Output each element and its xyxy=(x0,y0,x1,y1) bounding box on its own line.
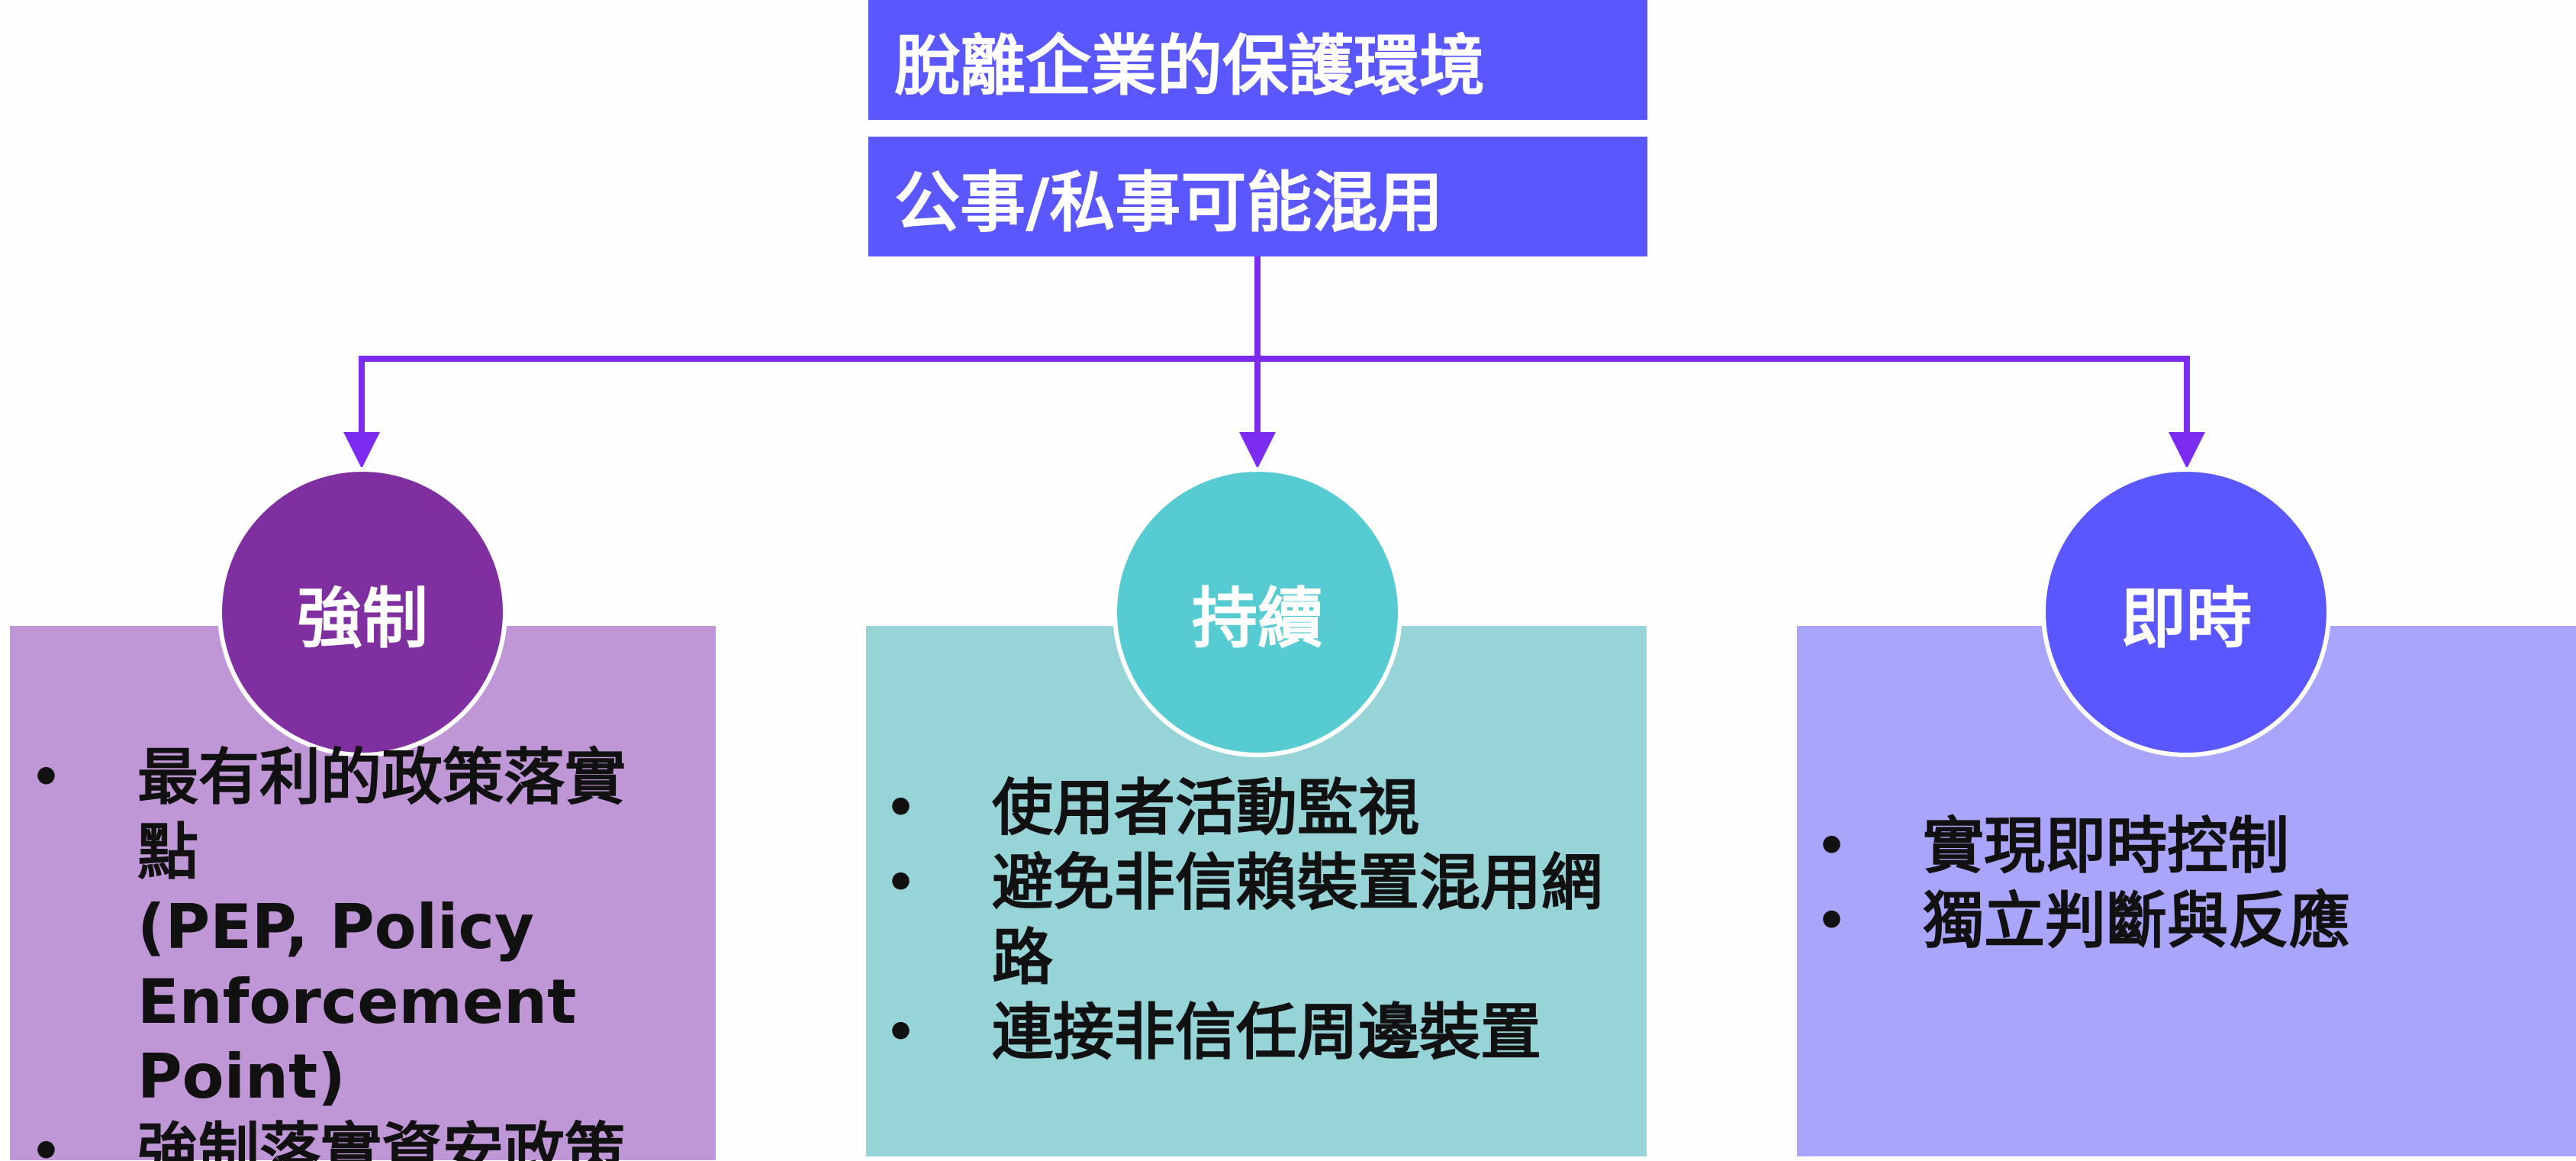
enforce-title: 強制 xyxy=(297,580,428,657)
bullet-dot-icon: • xyxy=(1816,818,1847,875)
bullet-text-line: 使用者活動監視 xyxy=(992,772,1419,843)
realtime-circle: 即時 xyxy=(2041,467,2331,757)
bullet-dot-icon: • xyxy=(31,1124,62,1161)
bullet-text-line: 連接非信任周邊裝置 xyxy=(992,997,1541,1068)
bullet-item: • 實現即時控制 xyxy=(1816,809,2571,884)
bullet-text-line: 強制落實資安政策 xyxy=(137,1116,626,1161)
bullet-text-line: (PEP, Policy xyxy=(137,892,535,963)
bullet-item: • 避免非信賴裝置混用網路 xyxy=(885,846,1641,995)
bullet-dot-icon: • xyxy=(1816,893,1847,950)
continuous-title: 持續 xyxy=(1192,580,1323,657)
realtime-bullet-list: • 實現即時控制 • 獨立判斷與反應 xyxy=(1816,809,2571,959)
bullet-item: • 連接非信任周邊裝置 xyxy=(885,995,1641,1070)
bullet-dot-icon: • xyxy=(885,855,916,911)
header-line-1: 脫離企業的保護環境 xyxy=(894,28,1485,105)
bullet-text-line: 實現即時控制 xyxy=(1923,811,2289,882)
header-box-2: 公事/私事可能混用 xyxy=(868,137,1647,256)
bullet-dot-icon: • xyxy=(31,750,62,806)
bullet-item: • 獨立判斷與反應 xyxy=(1816,884,2571,959)
bullet-text-line: 點 xyxy=(137,817,198,888)
continuous-circle: 持續 xyxy=(1113,467,1402,757)
header-box-1: 脫離企業的保護環境 xyxy=(868,0,1647,120)
bullet-text-line: 路 xyxy=(992,922,1053,993)
header-line-2: 公事/私事可能混用 xyxy=(894,165,1444,241)
realtime-title: 即時 xyxy=(2120,580,2252,657)
bullet-dot-icon: • xyxy=(885,780,916,837)
bullet-text-line: 最有利的政策落實 xyxy=(137,742,626,813)
bullet-item: • 強制落實資安政策 xyxy=(31,1114,656,1161)
bullet-text-line: 獨立判斷與反應 xyxy=(1923,885,2350,956)
bullet-text-line: 避免非信賴裝置混用網 xyxy=(992,847,1602,918)
bullet-text-line: Enforcement Point) xyxy=(137,966,577,1112)
enforce-circle: 強制 xyxy=(217,467,507,757)
bullet-dot-icon: • xyxy=(885,1005,916,1061)
bullet-item: • 使用者活動監視 xyxy=(885,771,1641,846)
continuous-bullet-list: • 使用者活動監視 • 避免非信賴裝置混用網路 • 連接非信任周邊裝置 xyxy=(885,771,1641,1070)
